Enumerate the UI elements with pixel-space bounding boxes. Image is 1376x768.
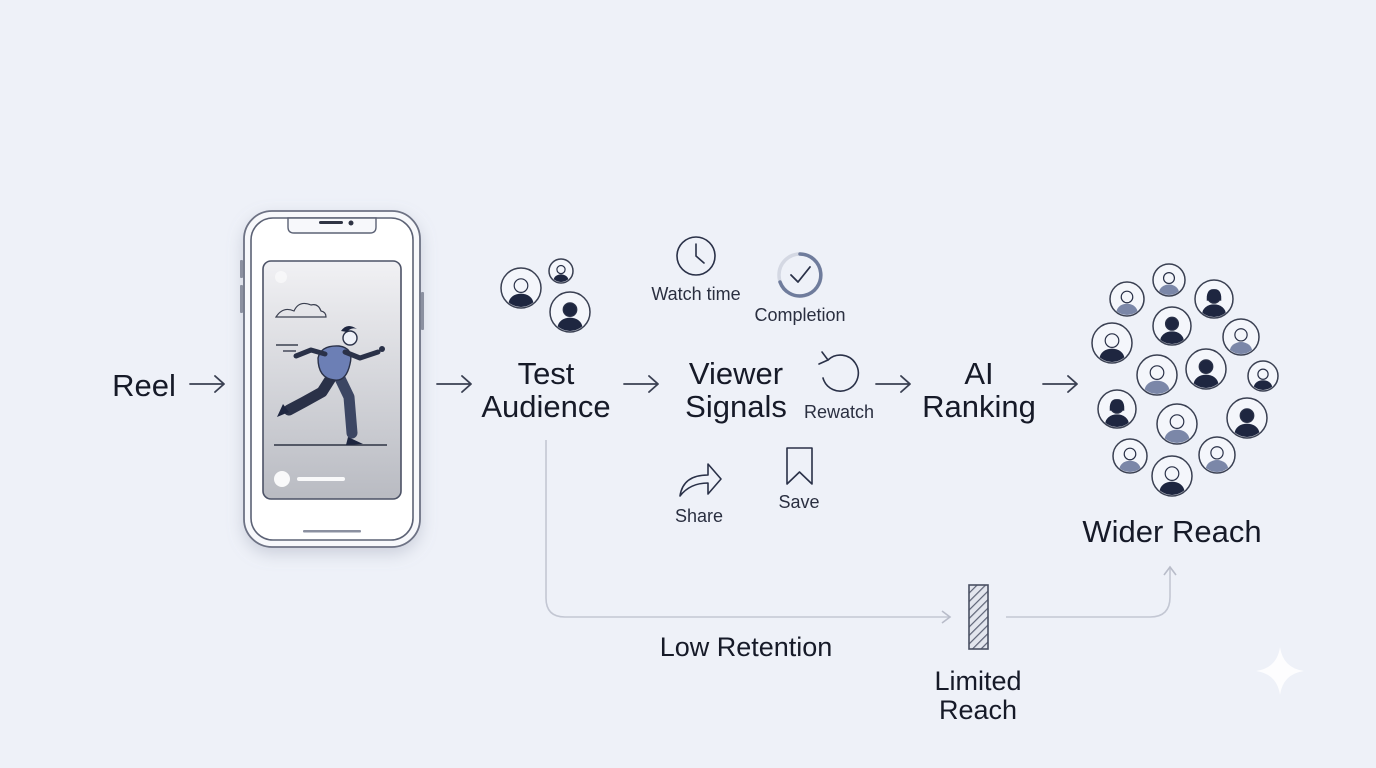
avatar-icon (1152, 263, 1186, 297)
ai-ranking-label: AI Ranking (922, 356, 1036, 425)
arrow-ai-ranking-to-wider-reach (1042, 375, 1078, 393)
avatar-icon (1247, 360, 1279, 392)
arrow-test-audience-to-viewer-signals (623, 375, 659, 393)
avatar-icon (1136, 354, 1178, 396)
avatar-icon (1185, 348, 1227, 390)
signal-watch-time-label: Watch time (651, 284, 741, 304)
bookmark-icon (786, 447, 813, 485)
avatar-icon (548, 258, 574, 284)
signal-completion-label: Completion (754, 305, 846, 325)
sparkle-icon (1256, 647, 1304, 695)
check-circle-icon (777, 252, 823, 298)
avatar-icon (1109, 281, 1145, 317)
wider-reach-label: Wider Reach (1082, 514, 1262, 549)
avatar-icon (500, 267, 542, 309)
share-arrow-icon (679, 463, 722, 497)
signal-rewatch-label: Rewatch (803, 402, 875, 422)
avatar-icon (1151, 455, 1193, 497)
arrow-reel-to-phone (189, 375, 225, 393)
wider-reach-avatar-cluster (1091, 263, 1279, 497)
hatched-bar-icon (968, 584, 989, 650)
avatar-icon (1152, 306, 1192, 346)
avatar-icon (549, 291, 591, 333)
low-retention-label: Low Retention (659, 632, 833, 662)
avatar-icon (1156, 403, 1198, 445)
test-audience-avatars (500, 258, 591, 333)
low-retention-connector (545, 440, 952, 624)
signal-share-label: Share (674, 506, 724, 526)
limited-to-wider-connector (1006, 565, 1177, 618)
reel-label: Reel (112, 368, 176, 403)
arrow-viewer-signals-to-ai-ranking (875, 375, 911, 393)
avatar-icon (1222, 318, 1260, 356)
clock-icon (676, 236, 716, 276)
runner-figure (277, 325, 385, 445)
avatar-icon (1194, 279, 1234, 319)
arrow-phone-to-test-audience (436, 375, 472, 393)
avatar-icon (1097, 389, 1137, 429)
signal-save-label: Save (778, 492, 820, 512)
avatar-icon (1091, 322, 1133, 364)
rewatch-icon (818, 351, 860, 392)
limited-reach-label: Limited Reach (934, 666, 1022, 726)
viewer-signals-label: Viewer Signals (685, 356, 787, 425)
avatar-icon (1198, 436, 1236, 474)
test-audience-label: Test Audience (481, 356, 611, 425)
avatar-icon (1226, 397, 1268, 439)
avatar-icon (1112, 438, 1148, 474)
